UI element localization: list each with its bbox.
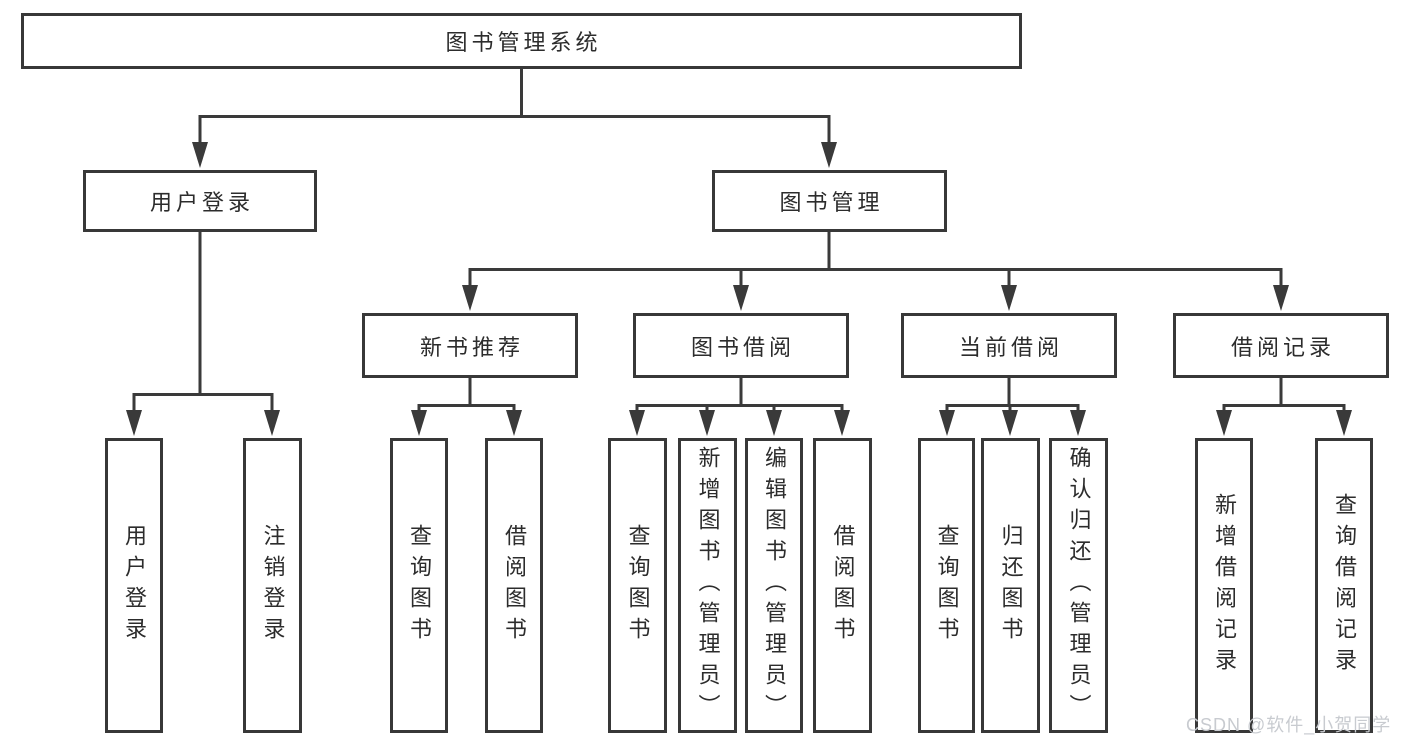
arrowhead xyxy=(192,142,208,168)
arrowhead xyxy=(821,142,837,168)
arrowhead xyxy=(834,410,850,436)
node-label: 编辑图书（管理员） xyxy=(762,446,787,725)
arrowhead xyxy=(939,410,955,436)
arrowhead xyxy=(506,410,522,436)
node-book-management: 图书管理 xyxy=(712,170,947,232)
leaf-add-book-admin: 新增图书（管理员） xyxy=(678,438,737,733)
node-label: 借阅图书 xyxy=(502,523,527,648)
arrowhead xyxy=(1001,285,1017,311)
connector-borrow-records-children xyxy=(1216,378,1352,436)
arrowhead xyxy=(1002,410,1018,436)
connector-current-borrow-children xyxy=(939,378,1086,436)
leaf-confirm-return-admin: 确认归还（管理员） xyxy=(1049,438,1108,733)
leaf-query-book: 查询图书 xyxy=(918,438,975,733)
connector-book-management-sections xyxy=(462,232,1289,311)
arrowhead xyxy=(1070,410,1086,436)
arrowhead xyxy=(1216,410,1232,436)
arrowhead xyxy=(766,410,782,436)
arrowhead xyxy=(264,410,280,436)
node-label: 新增借阅记录 xyxy=(1212,492,1237,679)
connector-line xyxy=(132,232,274,414)
arrowhead xyxy=(462,285,478,311)
arrowhead xyxy=(733,285,749,311)
connector-line xyxy=(635,378,844,414)
node-new-book-recommend: 新书推荐 xyxy=(362,313,578,378)
arrowhead xyxy=(629,410,645,436)
arrowhead xyxy=(699,410,715,436)
node-label: 确认归还（管理员） xyxy=(1066,446,1092,725)
arrowhead xyxy=(126,410,142,436)
connector-line xyxy=(417,378,516,414)
node-label: 查询图书 xyxy=(407,523,432,648)
node-user-login: 用户登录 xyxy=(83,170,317,232)
node-label: 查询图书 xyxy=(934,523,960,648)
node-label: 新增图书（管理员） xyxy=(695,446,721,725)
leaf-borrow-book: 借阅图书 xyxy=(485,438,543,733)
node-borrow-records: 借阅记录 xyxy=(1173,313,1389,378)
connector-line xyxy=(1222,378,1346,414)
node-root-system: 图书管理系统 xyxy=(21,13,1022,69)
leaf-query-book: 查询图书 xyxy=(390,438,448,733)
connector-user-login-children xyxy=(126,232,280,436)
node-label: 借阅图书 xyxy=(830,523,856,648)
node-book-borrow: 图书借阅 xyxy=(633,313,849,378)
node-label: 注销登录 xyxy=(260,523,286,648)
connector-root-to-level2 xyxy=(192,69,837,168)
leaf-user-login: 用户登录 xyxy=(105,438,163,733)
node-label: 图书借阅 xyxy=(690,334,795,360)
arrowhead xyxy=(1273,285,1289,311)
node-label: 图书管理 xyxy=(779,190,884,215)
leaf-edit-book-admin: 编辑图书（管理员） xyxy=(745,438,803,733)
node-label: 查询借阅记录 xyxy=(1332,492,1357,679)
csdn-watermark: CSDN @软件_小贺同学 xyxy=(1186,715,1392,735)
connector-book-borrow-children xyxy=(629,378,850,436)
leaf-borrow-book: 借阅图书 xyxy=(813,438,872,733)
node-label: 图书管理系统 xyxy=(445,30,602,55)
leaf-query-book: 查询图书 xyxy=(608,438,667,733)
node-label: 查询图书 xyxy=(625,523,651,648)
node-label: 当前借阅 xyxy=(958,334,1063,360)
node-label: 用户登录 xyxy=(122,523,147,648)
node-label: 借阅记录 xyxy=(1230,334,1335,360)
node-label: 用户登录 xyxy=(149,190,254,215)
connector-new-book-recommend-children xyxy=(411,378,522,436)
connector-line xyxy=(198,69,831,146)
node-current-borrow: 当前借阅 xyxy=(901,313,1117,378)
leaf-return-book: 归还图书 xyxy=(981,438,1040,733)
leaf-add-borrow-record: 新增借阅记录 xyxy=(1195,438,1253,733)
leaf-logout: 注销登录 xyxy=(243,438,302,733)
connector-line xyxy=(945,378,1080,414)
leaf-query-borrow-record: 查询借阅记录 xyxy=(1315,438,1373,733)
arrowhead xyxy=(411,410,427,436)
node-label: 新书推荐 xyxy=(419,334,524,360)
connector-line xyxy=(468,232,1283,289)
arrowhead xyxy=(1336,410,1352,436)
node-label: 归还图书 xyxy=(998,523,1024,648)
